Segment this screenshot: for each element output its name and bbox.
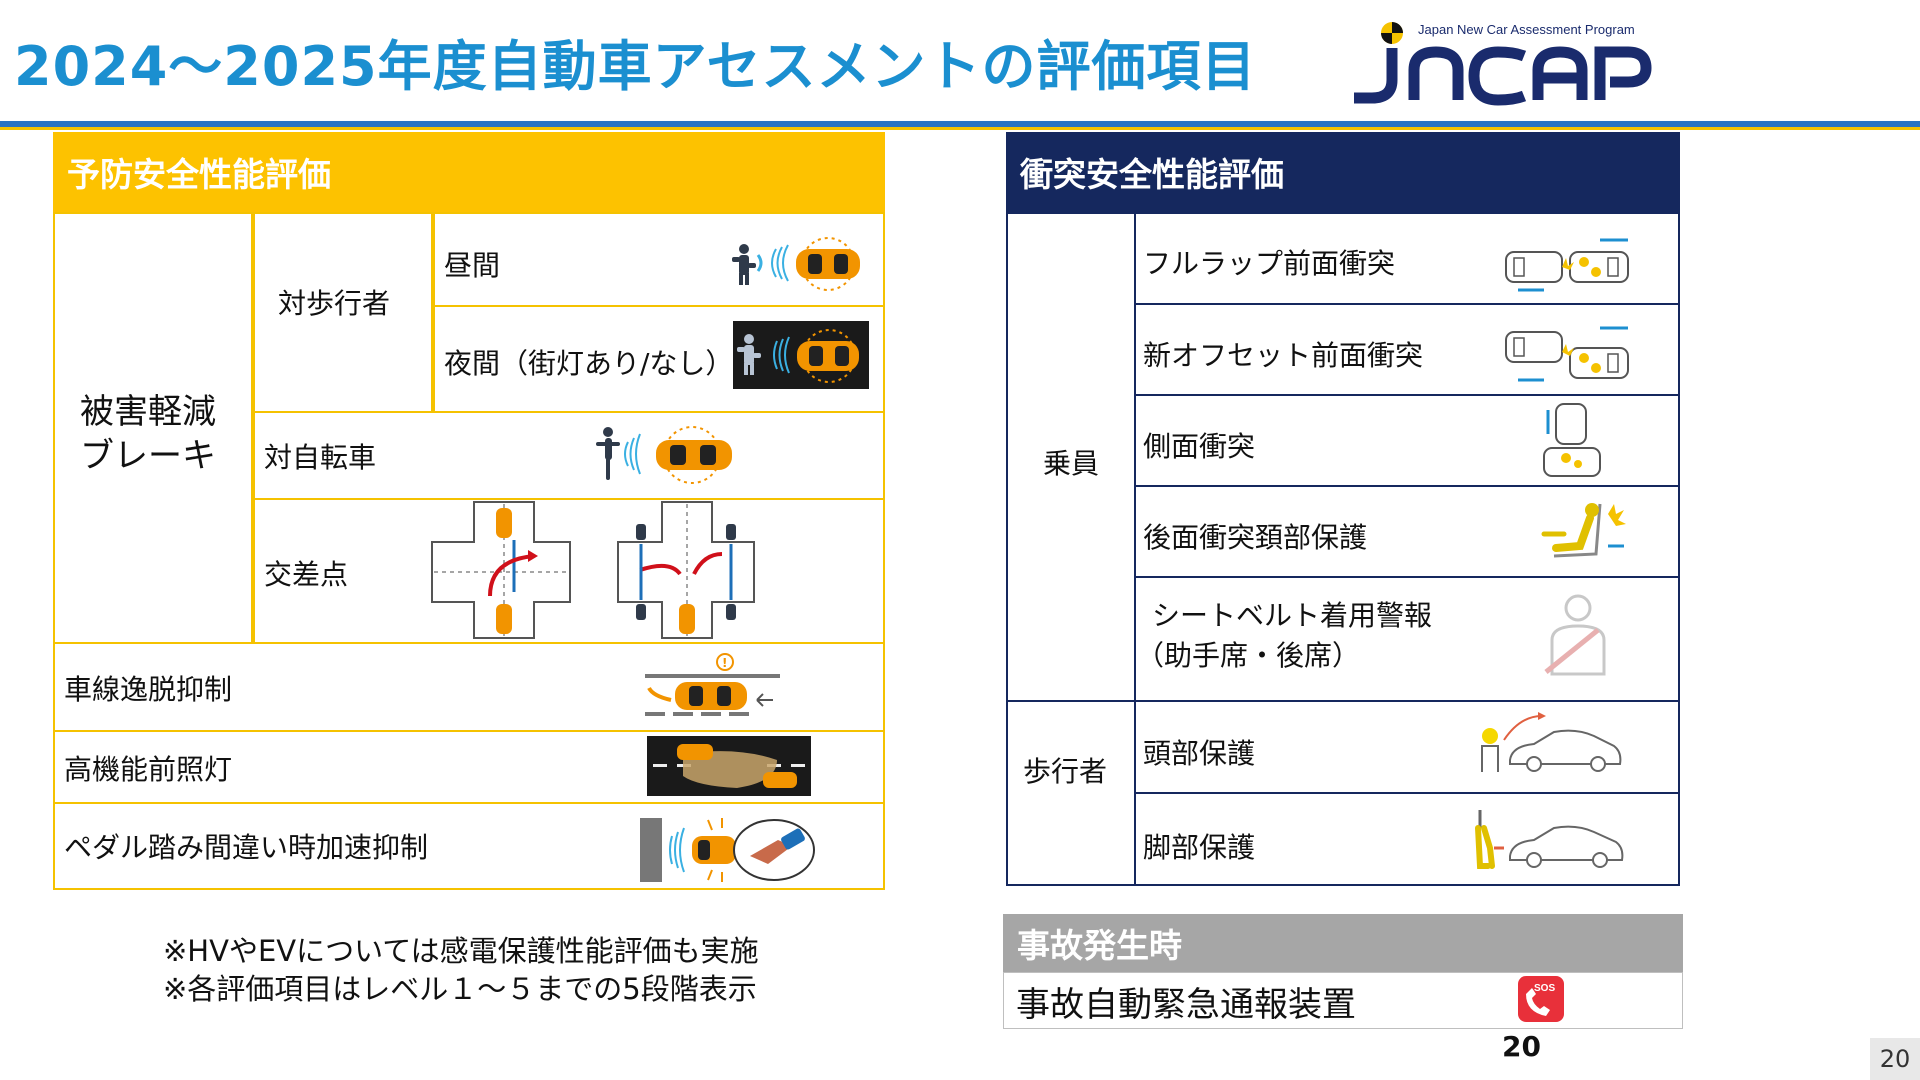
seatbelt-label-2: （助手席・後席） <box>1136 639 1361 672</box>
accident-header: 事故発生時 <box>1003 914 1683 972</box>
lane-departure-icon: ! <box>645 653 780 716</box>
row-bicycle <box>253 411 885 500</box>
side-crash-icon <box>1543 403 1601 477</box>
seatbelt-reminder-icon <box>1544 594 1606 676</box>
occupant-group-cell <box>1006 212 1136 702</box>
leg-label: 脚部保護 <box>1143 831 1256 864</box>
svg-text:!: ! <box>722 656 727 670</box>
aeb-group-cell <box>53 212 253 644</box>
pedal-misapplication-icon <box>640 818 815 882</box>
jncap-logo: Japan New Car Assessment Program <box>1354 22 1652 106</box>
header-rule <box>0 121 1920 127</box>
page-number-badge: 20 <box>1870 1038 1920 1080</box>
intersection-label: 交差点 <box>264 558 349 591</box>
offset-label: 新オフセット前面衝突 <box>1143 339 1424 372</box>
rear-whiplash-icon <box>1541 503 1626 558</box>
seatbelt-label-1: シートベルト着用警報 <box>1152 599 1433 632</box>
night-pedestrian-car-icon <box>733 321 869 389</box>
accident-item-cell <box>1003 972 1683 1029</box>
side-label: 側面衝突 <box>1143 430 1256 463</box>
head-label: 頭部保護 <box>1143 737 1256 770</box>
lane-departure-label: 車線逸脱抑制 <box>64 673 233 706</box>
crash-header: 衝突安全性能評価 <box>1006 132 1680 212</box>
pedal-label: ペダル踏み間違い時加速抑制 <box>64 831 429 864</box>
row-lane-departure <box>53 642 885 732</box>
pedestrian-group-label: 歩行者 <box>1023 755 1108 788</box>
full-lap-crash-icon <box>1505 238 1629 292</box>
headlight-icon <box>647 736 811 796</box>
night-label: 夜間（街灯あり/なし） <box>444 347 734 380</box>
headlight-label: 高機能前照灯 <box>64 753 233 786</box>
aeb-group-label: 被害軽減 ブレーキ <box>80 392 216 476</box>
pedestrian-subgroup-label: 対歩行者 <box>278 287 391 320</box>
bicycle-car-icon <box>596 426 732 484</box>
accident-item-label: 事故自動緊急通報装置 <box>1016 985 1356 1025</box>
page-number: 20 <box>1502 1030 1541 1063</box>
pedestrian-car-icon <box>732 237 860 291</box>
full-lap-label: フルラップ前面衝突 <box>1143 247 1396 280</box>
note-2: ※各評価項目はレベル１～５までの5段階表示 <box>163 972 757 1006</box>
note-1: ※HVやEVについては感電保護性能評価も実施 <box>163 934 759 968</box>
logo-tagline: Japan New Car Assessment Program <box>1418 22 1635 37</box>
sos-phone-icon: SOS <box>1518 976 1564 1022</box>
bicycle-label: 対自転車 <box>264 441 377 474</box>
intersection-diagram-icon <box>431 501 755 639</box>
header-rule-accent <box>0 127 1920 130</box>
day-label: 昼間 <box>444 249 501 282</box>
page-title: 2024〜2025年度自動車アセスメントの評価項目 <box>14 35 1257 98</box>
occupant-group-label: 乗員 <box>1043 447 1100 480</box>
offset-crash-icon <box>1505 326 1629 382</box>
leg-protection-icon <box>1475 810 1624 869</box>
pedestrian-group-cell <box>1006 700 1136 886</box>
rear-label: 後面衝突頚部保護 <box>1143 521 1368 554</box>
prevention-header: 予防安全性能評価 <box>53 132 885 212</box>
sos-text: SOS <box>1534 983 1555 994</box>
head-protection-icon <box>1481 712 1622 772</box>
